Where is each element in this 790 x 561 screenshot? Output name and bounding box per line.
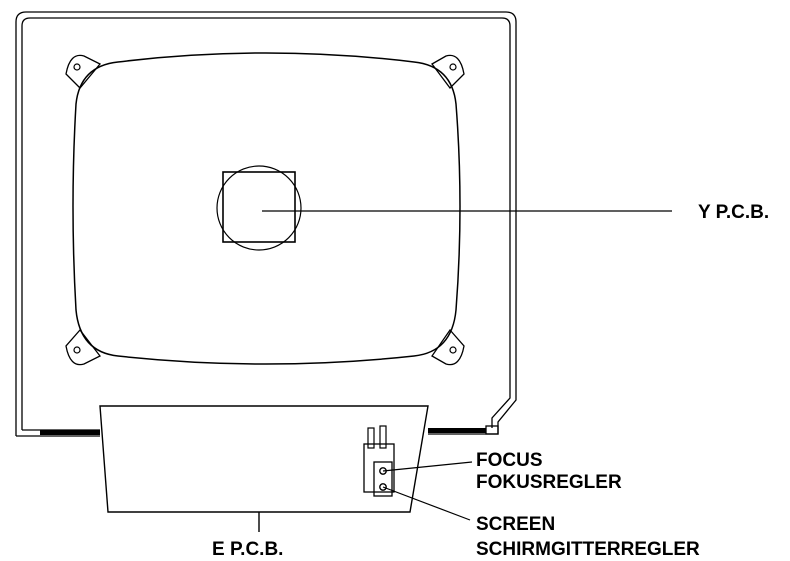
yoke-assembly <box>216 165 302 251</box>
screen-de-label: SCHIRMGITTERREGLER <box>476 539 700 560</box>
screen-label: SCREEN <box>476 514 555 535</box>
focus-de-label: FOKUSREGLER <box>476 472 622 493</box>
crt-tube <box>65 52 465 366</box>
e-pcb-housing <box>99 405 429 532</box>
focus-leader <box>382 461 473 472</box>
mounting-ear-bl <box>65 328 101 366</box>
focus-screen-block <box>363 425 395 497</box>
right-tab <box>485 425 499 435</box>
right-rail <box>428 428 486 433</box>
focus-label: FOCUS <box>476 450 543 471</box>
mounting-ear-br <box>431 328 465 366</box>
y-pcb-label: Y P.C.B. <box>698 202 769 223</box>
left-rail <box>40 430 100 435</box>
mounting-ear-tr <box>431 54 465 89</box>
y-pcb-board <box>222 171 296 243</box>
e-pcb-label: E P.C.B. <box>212 539 283 560</box>
mounting-ear-tl <box>65 54 102 89</box>
screen-leader <box>382 486 471 521</box>
chassis-outline <box>15 11 517 437</box>
